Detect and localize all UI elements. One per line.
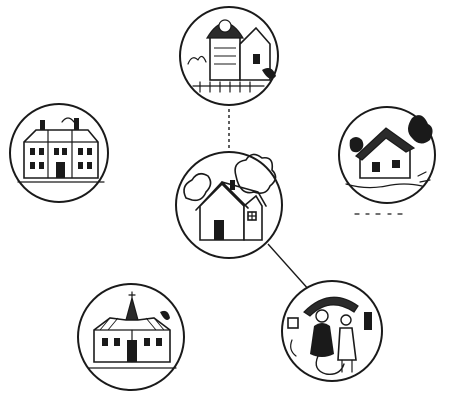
node-bottom-right xyxy=(282,281,382,381)
node-center xyxy=(176,152,282,258)
node-bottom-left xyxy=(78,284,184,390)
node-right xyxy=(339,107,435,214)
node-left xyxy=(10,104,108,202)
connector-center-bottom-right xyxy=(268,244,310,291)
node-top xyxy=(180,7,278,105)
